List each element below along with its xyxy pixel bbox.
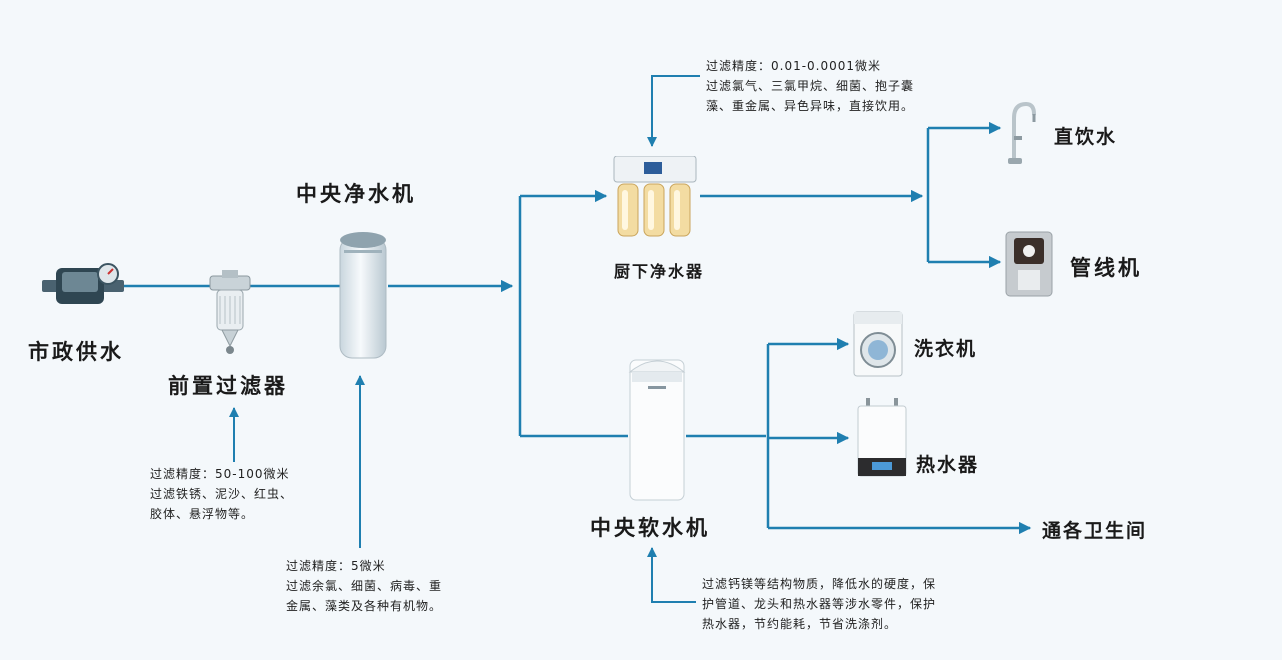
note-line: 胶体、悬浮物等。 — [150, 507, 255, 521]
note-line: 过滤精度：0.01-0.0001微米 — [706, 59, 882, 73]
note-line: 金属、藻类及各种有机物。 — [286, 599, 443, 613]
purifier-cylinder-icon — [339, 232, 387, 359]
note-line: 过滤精度：50-100微米 — [150, 467, 290, 481]
ro-purifier-icon — [613, 156, 697, 237]
note-pre-filter: 过滤精度：50-100微米 过滤铁锈、泥沙、红虫、 胶体、悬浮物等。 — [150, 464, 293, 524]
label-washing-machine: 洗衣机 — [914, 338, 978, 360]
pointer-undersink — [647, 75, 700, 147]
note-line: 藻、重金属、异色异味，直接饮用。 — [706, 99, 915, 113]
note-line: 护管道、龙头和热水器等涉水零件，保护 — [702, 597, 937, 611]
label-water-heater: 热水器 — [916, 454, 980, 476]
washing-machine-icon — [853, 311, 903, 377]
note-under-sink-purifier: 过滤精度：0.01-0.0001微米 过滤氯气、三氯甲烷、细菌、抱子囊 藻、重金… — [706, 56, 914, 116]
label-central-softener: 中央软水机 — [590, 516, 710, 540]
label-to-bathrooms: 通各卫生间 — [1042, 520, 1148, 542]
label-central-purifier: 中央净水机 — [296, 182, 416, 206]
dispenser-icon — [1005, 231, 1053, 297]
label-pre-filter: 前置过滤器 — [168, 374, 288, 398]
note-line: 过滤精度：5微米 — [286, 559, 386, 573]
water-meter-icon — [42, 263, 124, 304]
note-line: 热水器，节约能耗，节省洗涤剂。 — [702, 617, 898, 631]
water-heater-icon — [857, 398, 907, 477]
pre-filter-icon — [209, 270, 251, 354]
label-direct-drinking: 直饮水 — [1054, 126, 1118, 148]
label-under-sink-purifier: 厨下净水器 — [614, 262, 705, 281]
label-pipeline-dispenser: 管线机 — [1070, 256, 1142, 280]
note-line: 过滤氯气、三氯甲烷、细菌、抱子囊 — [706, 79, 915, 93]
softener-cabinet-icon — [628, 359, 686, 501]
note-central-softener: 过滤钙镁等结构物质，降低水的硬度，保 护管道、龙头和热水器等涉水零件，保护 热水… — [702, 574, 936, 634]
note-line: 过滤余氯、细菌、病毒、重 — [286, 579, 443, 593]
note-line: 过滤钙镁等结构物质，降低水的硬度，保 — [702, 577, 937, 591]
pointer-softener — [647, 547, 696, 603]
faucet-icon — [1008, 101, 1036, 164]
note-line: 过滤铁锈、泥沙、红虫、 — [150, 487, 294, 501]
note-central-purifier: 过滤精度：5微米 过滤余氯、细菌、病毒、重 金属、藻类及各种有机物。 — [286, 556, 442, 616]
label-municipal-supply: 市政供水 — [28, 340, 124, 364]
